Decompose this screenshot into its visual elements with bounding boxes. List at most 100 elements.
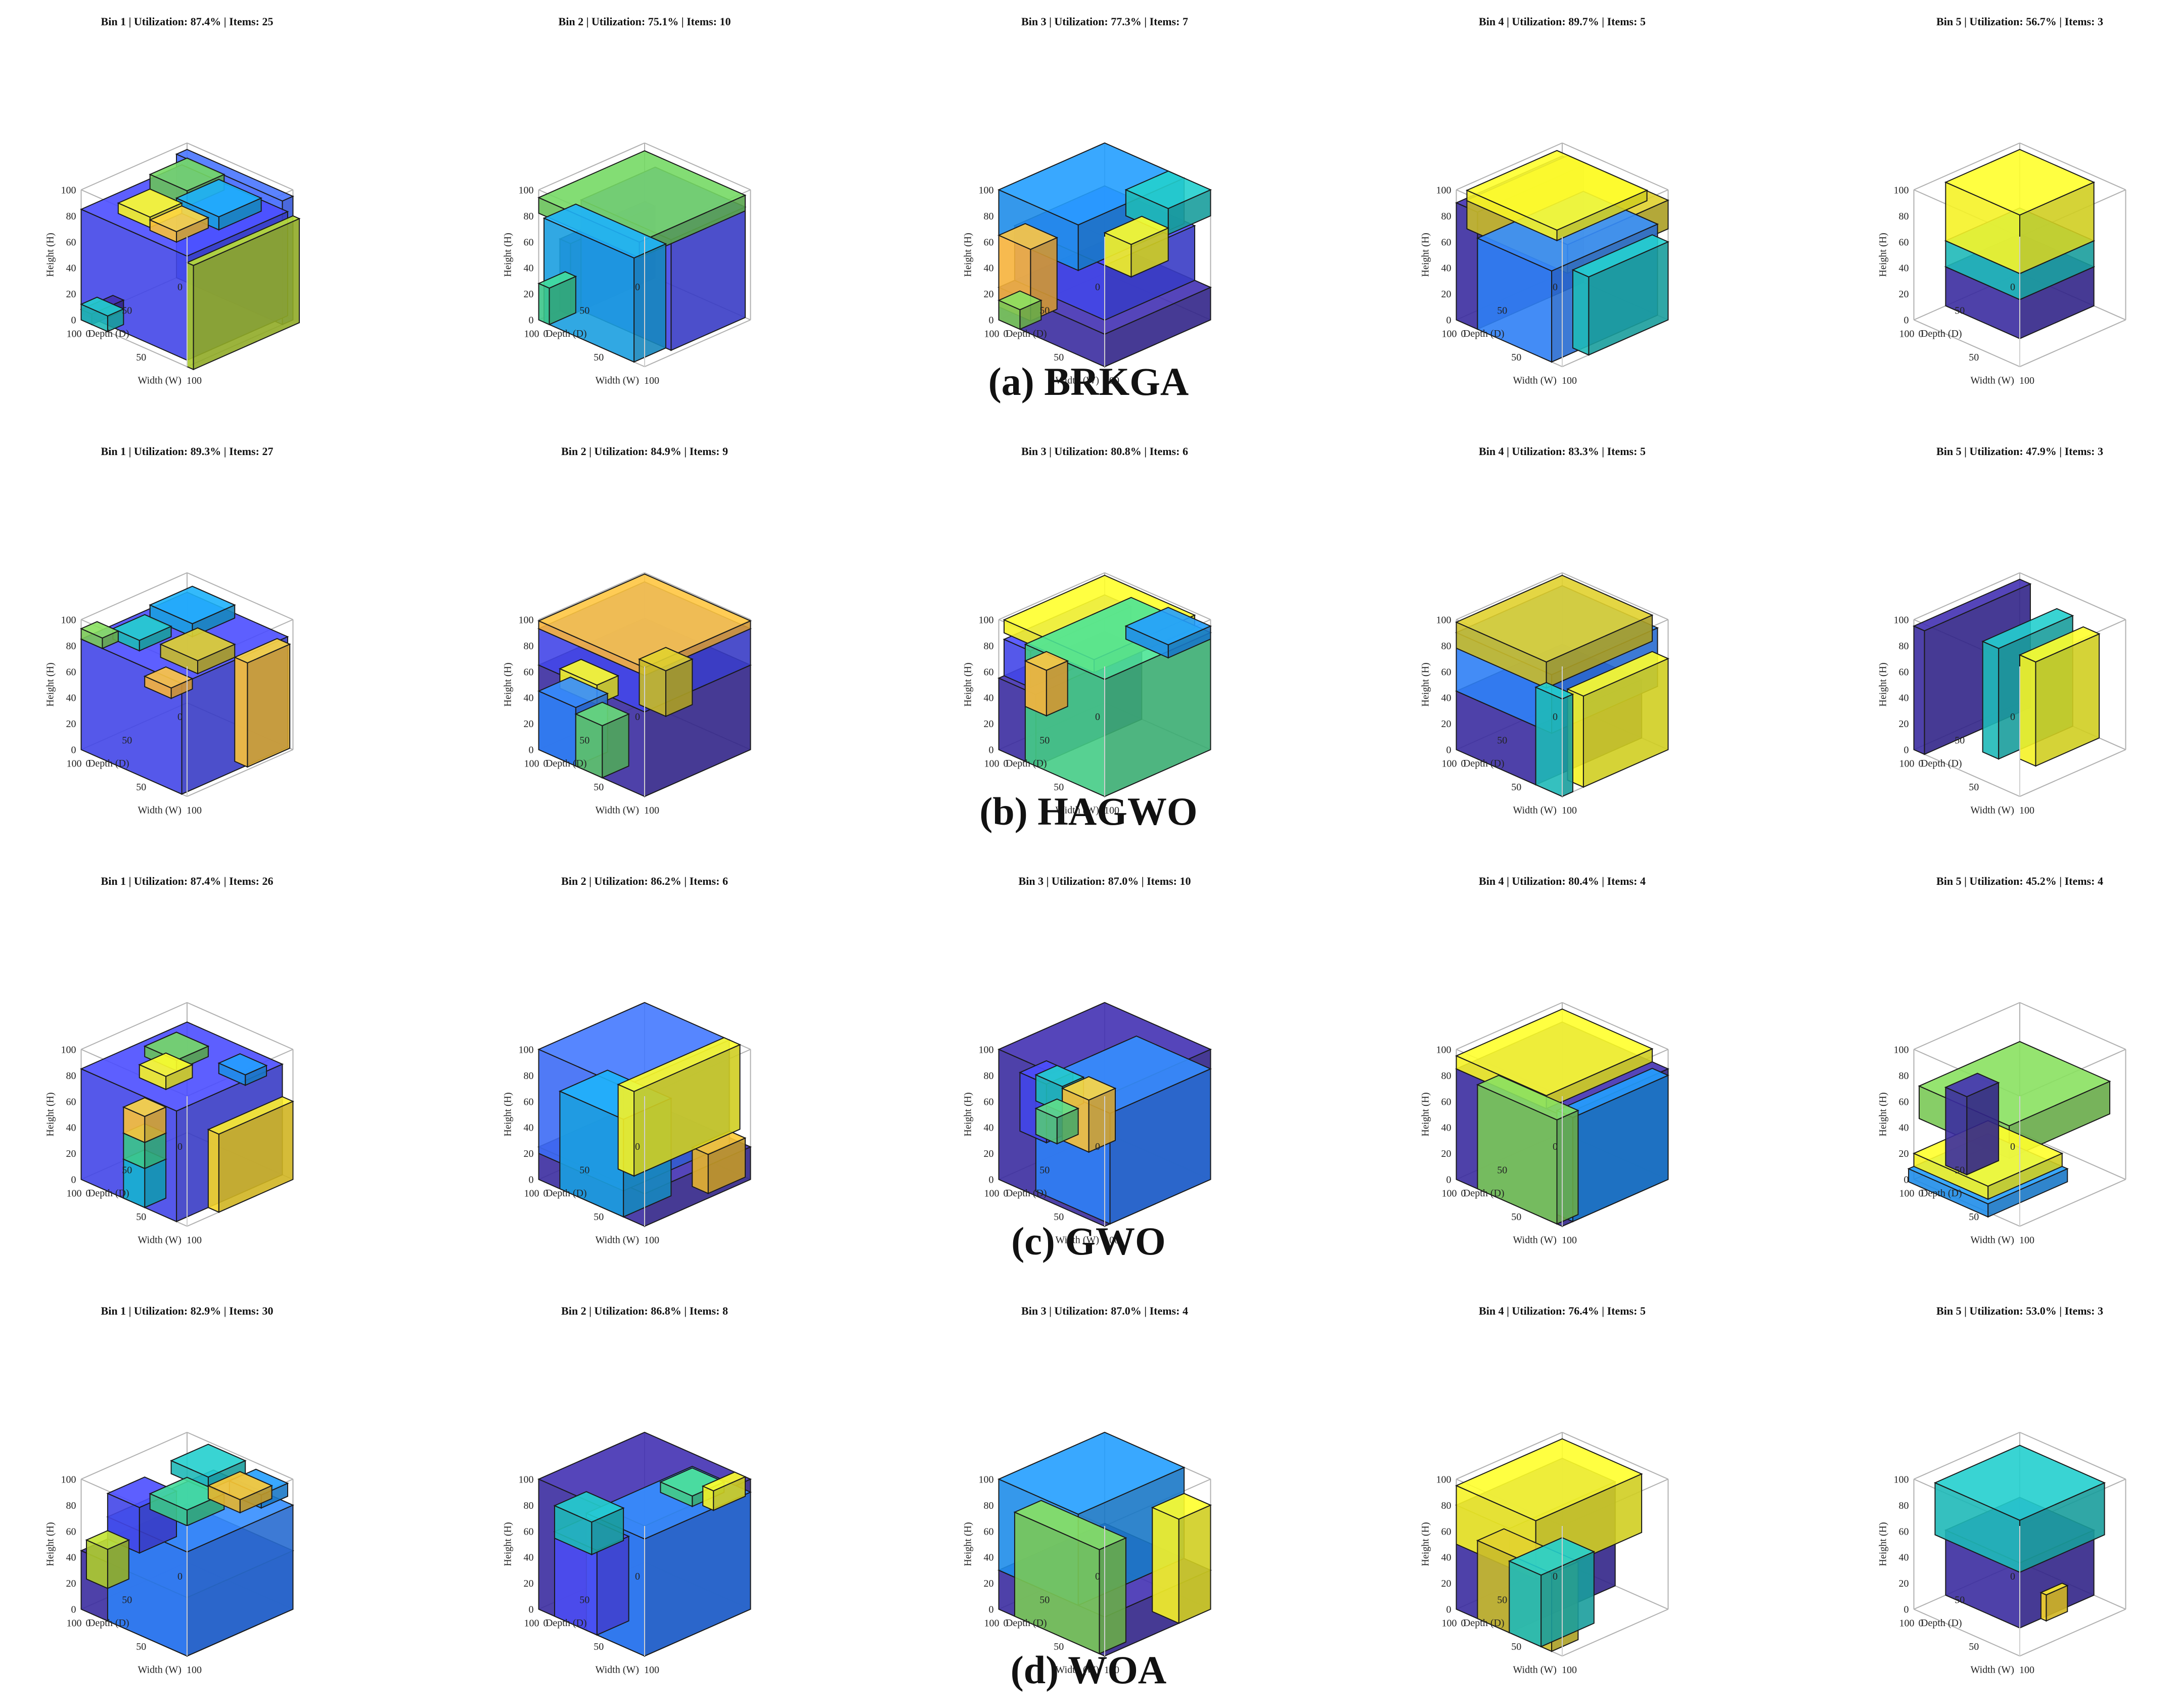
item-face	[701, 1471, 747, 1492]
item-face	[149, 586, 236, 624]
packed-item	[1944, 1072, 2000, 1176]
width-tick-label: 50	[1969, 1211, 1979, 1223]
bin-edge	[81, 142, 188, 191]
bin-edge	[2019, 319, 2126, 368]
height-axis-label: Height (H)	[503, 662, 514, 706]
height-tick-label: 80	[66, 1070, 76, 1082]
width-axis-label: Width (W)	[596, 1665, 639, 1676]
depth-tick-label: 100	[67, 758, 82, 770]
item-face	[1034, 1098, 1080, 1118]
width-axis-label: Width (W)	[1513, 1665, 1557, 1676]
depth-axis-label: Depth (D)	[1463, 1188, 1505, 1199]
plot-title: Bin 4 | Utilization: 89.7% | Items: 5	[1479, 15, 1646, 28]
height-tick-label: 60	[1441, 1096, 1452, 1107]
item-face	[692, 1146, 709, 1194]
height-tick-label: 20	[1441, 1148, 1452, 1159]
depth-axis-label: Depth (D)	[88, 758, 129, 769]
packed-item	[138, 1052, 194, 1091]
plot-title: Bin 1 | Utilization: 82.9% | Items: 30	[101, 1305, 274, 1317]
item-face	[1913, 578, 2032, 632]
width-tick-label: 0	[1461, 1618, 1466, 1629]
packed-item	[1534, 682, 1574, 797]
item-face	[1034, 1065, 1085, 1088]
height-tick-label: 0	[989, 315, 994, 326]
plot-title: Bin 4 | Utilization: 76.4% | Items: 5	[1479, 1305, 1646, 1317]
item-face	[1124, 607, 1212, 646]
height-tick-label: 100	[1894, 614, 1909, 625]
width-tick-label: 100	[187, 805, 202, 816]
packed-item	[1034, 1098, 1080, 1145]
height-tick-label: 60	[984, 237, 994, 248]
depth-axis-label: Depth (D)	[546, 758, 587, 769]
width-tick-label: 0	[86, 329, 91, 340]
packed-item	[207, 1096, 294, 1213]
height-tick-label: 100	[979, 614, 994, 625]
depth-axis-label: Depth (D)	[546, 1617, 587, 1629]
width-tick-label: 50	[1054, 352, 1064, 363]
item-face	[111, 614, 173, 641]
height-tick-label: 60	[524, 237, 534, 248]
bin-edge	[1914, 1608, 2020, 1657]
bin-edge	[2019, 749, 2126, 797]
depth-axis-label: Depth (D)	[88, 1188, 129, 1199]
depth-tick-label: 50	[1497, 1164, 1507, 1176]
width-axis-label: Width (W)	[1513, 805, 1557, 816]
depth-tick-label: 100	[67, 1188, 82, 1199]
depth-tick-label: 100	[67, 1618, 82, 1629]
depth-tick-label: 50	[122, 305, 132, 316]
height-tick-label: 80	[1441, 641, 1452, 652]
height-tick-label: 60	[66, 666, 76, 678]
depth-tick-label: 100	[984, 1188, 1000, 1199]
width-tick-label: 50	[1511, 352, 1521, 363]
depth-tick-label: 100	[1442, 758, 1457, 770]
item-face	[997, 223, 1059, 250]
height-tick-label: 80	[984, 1500, 994, 1511]
depth-tick-label: 100	[1899, 1618, 1915, 1629]
item-face	[537, 271, 577, 289]
height-tick-label: 20	[1899, 1578, 1909, 1589]
item-face	[175, 178, 263, 217]
item-face	[1508, 1537, 1596, 1576]
bin-edge	[1562, 1608, 1668, 1657]
height-axis-label: Height (H)	[1420, 662, 1431, 706]
packed-item	[691, 1130, 747, 1194]
height-tick-label: 100	[1894, 1044, 1909, 1055]
packed-item	[149, 205, 210, 243]
width-tick-label: 50	[1054, 1211, 1064, 1223]
height-tick-label: 40	[66, 1122, 76, 1134]
height-tick-label: 100	[979, 185, 994, 196]
height-tick-label: 80	[1899, 641, 1909, 652]
plot-title: Bin 1 | Utilization: 87.4% | Items: 26	[101, 875, 274, 887]
width-tick-label: 0	[1004, 1188, 1009, 1199]
depth-tick-label: 0	[1553, 711, 1558, 723]
depth-tick-label: 50	[1039, 1164, 1050, 1176]
caption-woa: (d) WOA	[1010, 1648, 1167, 1692]
item-face	[1178, 1504, 1211, 1624]
width-tick-label: 100	[1562, 1235, 1577, 1246]
depth-tick-label: 50	[1955, 1164, 1965, 1176]
depth-tick-label: 50	[122, 1594, 132, 1605]
packed-item	[80, 621, 120, 650]
height-tick-label: 40	[1441, 1122, 1452, 1134]
width-axis-label: Width (W)	[138, 1235, 182, 1246]
bin-plot-8: Bin 3 | Utilization: 80.8% | Items: 6020…	[963, 445, 1212, 816]
width-tick-label: 0	[1461, 758, 1466, 770]
width-tick-label: 100	[2019, 805, 2034, 816]
height-tick-label: 100	[61, 185, 76, 196]
width-tick-label: 50	[594, 782, 604, 793]
width-tick-label: 100	[1562, 805, 1577, 816]
packed-item	[1465, 150, 1649, 242]
bin-edge	[1914, 142, 2020, 191]
item-face	[143, 666, 194, 689]
depth-axis-label: Depth (D)	[1463, 758, 1505, 769]
depth-axis-label: Depth (D)	[88, 328, 129, 339]
item-face	[1981, 608, 2074, 649]
item-face	[1455, 574, 1654, 663]
bin-edge	[644, 319, 751, 368]
width-tick-label: 100	[1562, 375, 1577, 386]
depth-tick-label: 0	[2010, 711, 2015, 723]
item-face	[2018, 626, 2101, 663]
height-tick-label: 80	[524, 1500, 534, 1511]
height-tick-label: 0	[1446, 315, 1452, 326]
height-axis-label: Height (H)	[503, 1522, 514, 1566]
